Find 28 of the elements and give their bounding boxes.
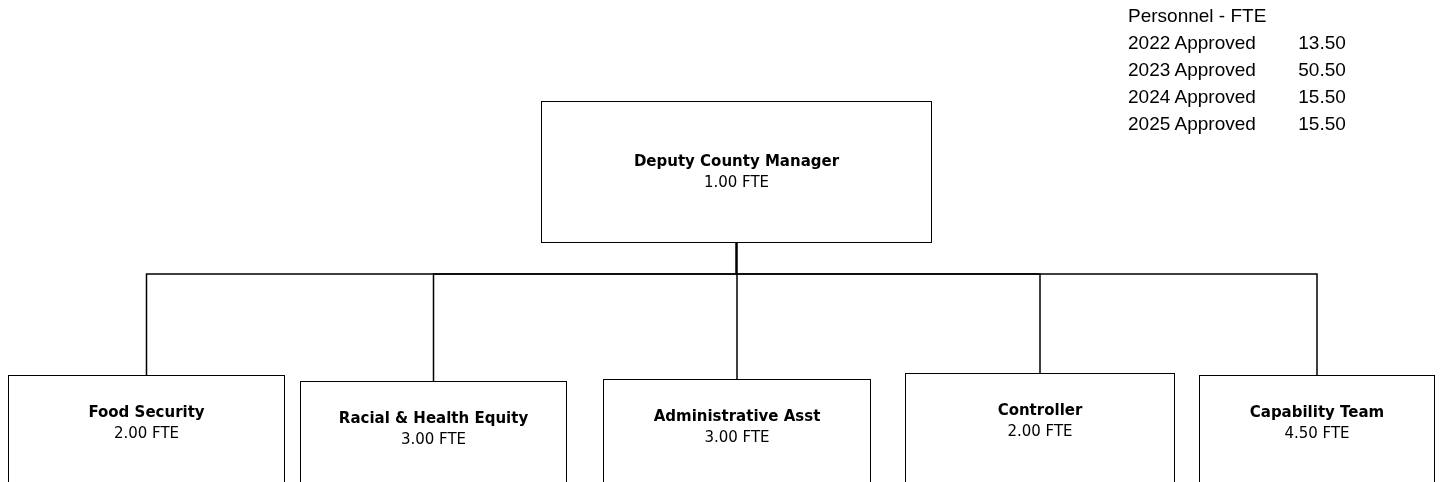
fte-count: 2.00 FTE	[113, 423, 180, 444]
connector-line	[735, 242, 1318, 376]
position-title: Controller	[997, 400, 1083, 421]
table-heading: Personnel - FTE	[1128, 4, 1268, 27]
position-title: Food Security	[88, 402, 205, 423]
fte-count: 1.00 FTE	[703, 172, 770, 193]
org-box	[905, 373, 1175, 482]
org-box	[8, 375, 285, 482]
year-label: 2022 Approved	[1128, 31, 1256, 54]
year-label: 2024 Approved	[1128, 85, 1256, 108]
fte-count: 4.50 FTE	[1284, 423, 1350, 444]
org-box	[603, 379, 871, 482]
fte-count: 2.00 FTE	[1007, 421, 1073, 442]
fte-value: 13.50	[1297, 31, 1346, 54]
year-label: 2025 Approved	[1128, 112, 1256, 135]
org-box	[300, 381, 567, 482]
position-title: Administrative Asst	[653, 406, 821, 427]
fte-value: 50.50	[1297, 58, 1346, 81]
position-title: Deputy County Manager	[633, 151, 840, 172]
fte-value: 15.50	[1297, 85, 1346, 108]
year-label: 2023 Approved	[1128, 58, 1256, 81]
fte-value: 15.50	[1297, 112, 1346, 135]
fte-count: 3.00 FTE	[400, 429, 467, 450]
position-title: Racial & Health Equity	[338, 408, 529, 429]
org-box	[541, 101, 932, 243]
org-box	[1199, 375, 1435, 482]
position-title: Capability Team	[1249, 402, 1385, 423]
fte-count: 3.00 FTE	[704, 427, 770, 448]
